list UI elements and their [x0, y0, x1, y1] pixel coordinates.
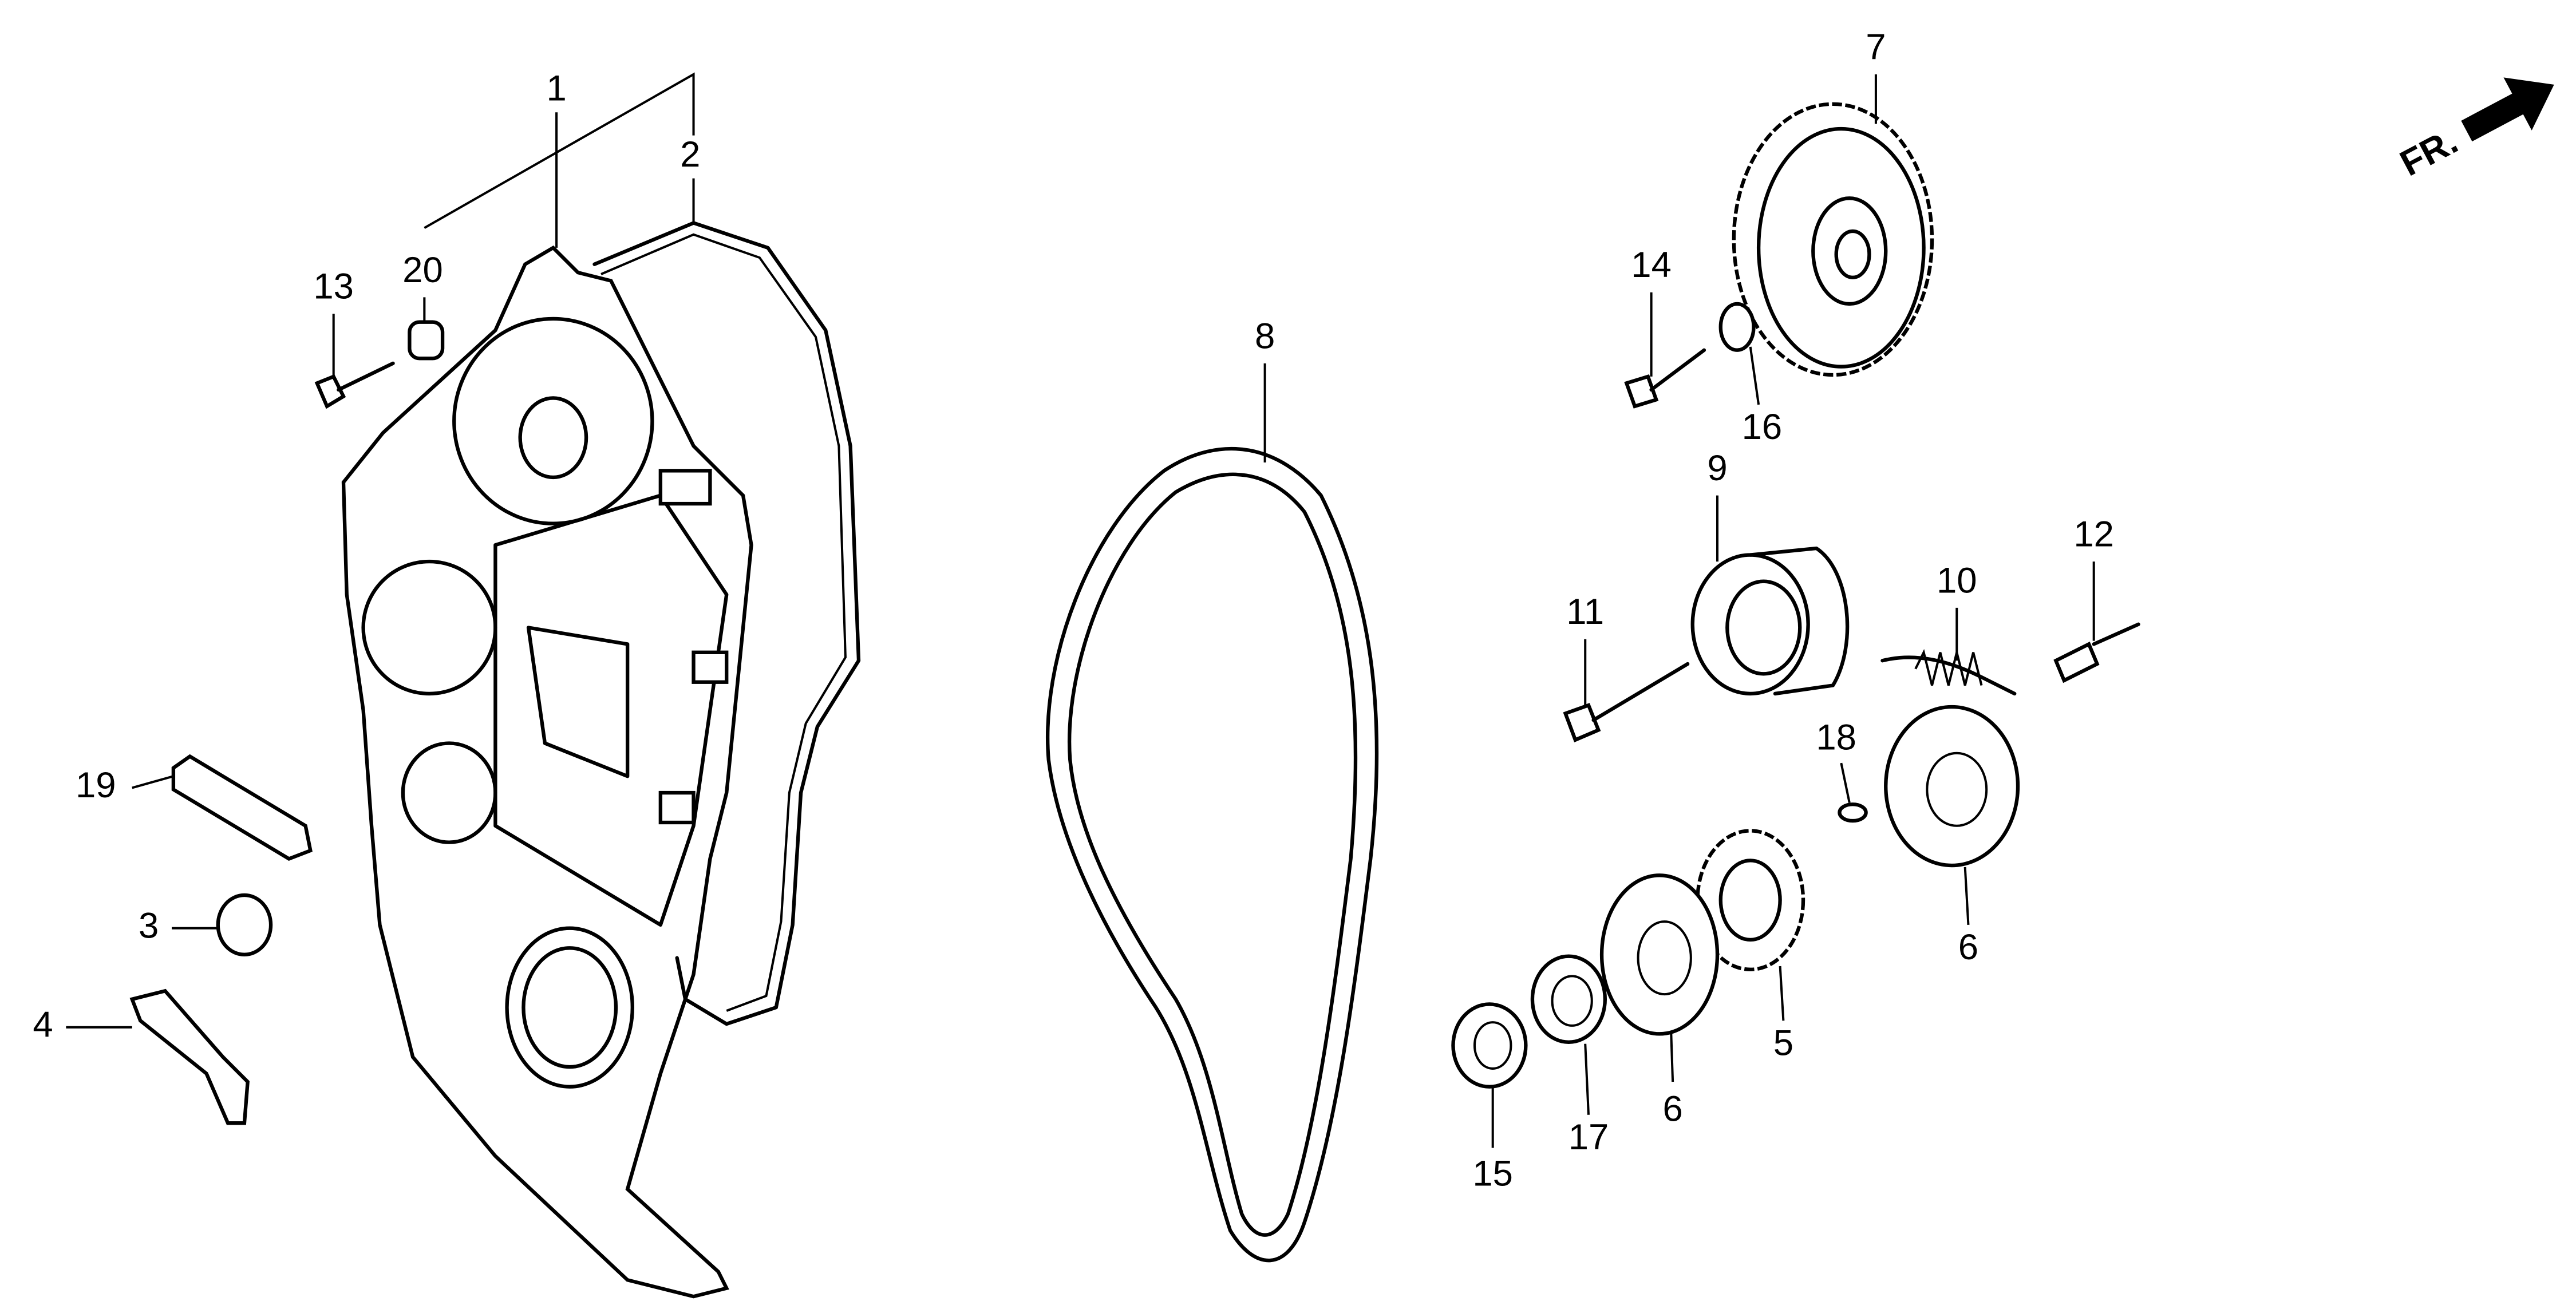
- tensioner-9: [1690, 495, 1850, 696]
- callout-17: 17: [1568, 1117, 1609, 1157]
- bolt-11: [1563, 639, 1690, 742]
- callout-5: 5: [1773, 1023, 1793, 1063]
- front-direction-arrow: FR.: [2394, 77, 2554, 184]
- collar-20: [408, 297, 445, 361]
- oil-seal-15: [1451, 1002, 1528, 1148]
- callout-20: 20: [402, 250, 443, 290]
- key-18: [1838, 762, 1868, 823]
- callout-14: 14: [1631, 245, 1672, 285]
- bracket-4: [66, 988, 250, 1125]
- callout-8: 8: [1255, 316, 1275, 356]
- callout-10: 10: [1937, 560, 1977, 600]
- guide-plate-6-left: [1599, 873, 1720, 1082]
- callout-12: 12: [2073, 515, 2114, 555]
- guide-plate-6-right: [1884, 705, 2020, 926]
- cap-3: [172, 893, 273, 957]
- camshaft-pulley-7: [1732, 74, 1934, 377]
- callout-13: 13: [313, 267, 354, 307]
- leader-1-2: [424, 72, 695, 248]
- callout-2: 2: [680, 135, 700, 175]
- callout-3: 3: [139, 905, 159, 946]
- timing-belt-cover-upper: [341, 245, 753, 1299]
- callout-6-left: 6: [1662, 1089, 1682, 1129]
- callout-4: 4: [33, 1005, 53, 1045]
- front-direction-label: FR.: [2394, 121, 2464, 184]
- bolt-13: [314, 314, 395, 409]
- timing-belt-8: [1046, 363, 1379, 1263]
- washer-16: [1718, 302, 1760, 405]
- spring-10: [1880, 607, 2017, 696]
- callout-9: 9: [1707, 448, 1727, 488]
- bracket-19: [132, 754, 313, 861]
- bolt-14: [1624, 292, 1706, 409]
- stud-12: [2053, 561, 2140, 683]
- callout-1: 1: [546, 68, 566, 108]
- washer-17: [1530, 954, 1607, 1115]
- callout-16: 16: [1742, 407, 1783, 447]
- callout-19: 19: [76, 765, 116, 805]
- callout-11: 11: [1566, 592, 1604, 632]
- callout-6-right: 6: [1958, 927, 1978, 967]
- callout-15: 15: [1472, 1153, 1513, 1193]
- cover-seal: [592, 221, 861, 1026]
- callout-18: 18: [1816, 717, 1856, 757]
- callout-7: 7: [1866, 27, 1886, 67]
